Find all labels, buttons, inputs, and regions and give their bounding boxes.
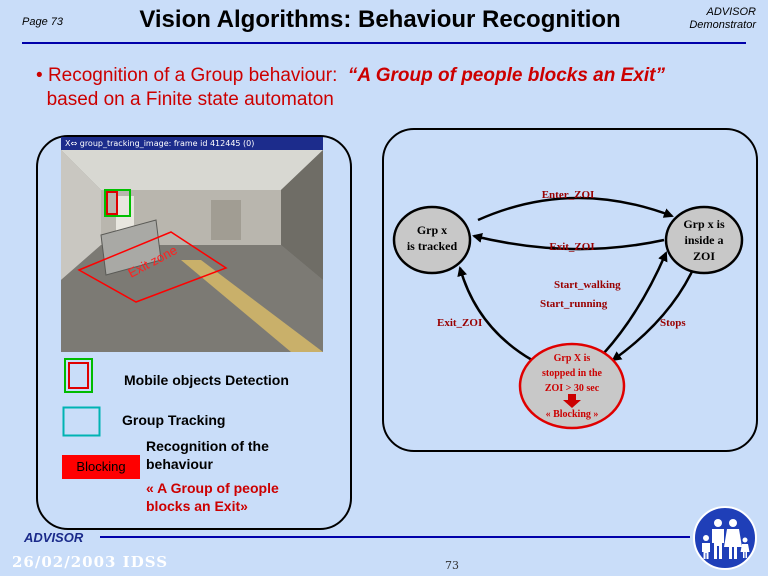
bottom-divider	[100, 536, 690, 538]
group-tracking-legend-icon	[62, 406, 101, 437]
mobile-detection-legend-icon	[64, 358, 93, 393]
finite-state-automaton: Grp x is tracked Grp x is inside a ZOI G…	[392, 189, 744, 430]
recognition-line-1: Recognition of the	[146, 438, 269, 454]
edge-start-arrow	[603, 251, 668, 354]
corner-label: ADVISOR Demonstrator	[650, 6, 756, 32]
footer-page-number: 73	[445, 559, 459, 572]
edge-exit-zoi-top-label: Exit_ZOI	[549, 241, 594, 253]
behaviour-quote-line-1: « A Group of people	[146, 480, 279, 496]
state-tracked	[392, 205, 472, 275]
behaviour-quote-line-2: blocks an Exit»	[146, 498, 248, 514]
bullet-point: • Recognition of a Group behaviour: “A G…	[36, 64, 756, 112]
bullet-marker: •	[36, 65, 43, 86]
camera-window-titlebar: X⇔ group_tracking_image: frame id 412445…	[61, 137, 323, 150]
mobile-detection-label: Mobile objects Detection	[124, 372, 289, 388]
edge-enter-zoi-arrow	[477, 196, 674, 222]
state-stopped	[518, 342, 626, 430]
blocking-legend-box: Blocking	[62, 455, 140, 479]
bullet-line-2: based on a Finite state automaton	[46, 89, 334, 110]
edge-start-running-label: Start_running	[540, 298, 608, 310]
state-stopped-line-2: stopped in the	[542, 368, 603, 379]
edge-stops-label: Stops	[660, 317, 686, 329]
x-window-icon: X⇔	[65, 139, 80, 148]
behaviour-quote: « A Group of people blocks an Exit»	[146, 479, 279, 515]
edge-exit-zoi-left-arrow	[457, 266, 533, 362]
group-tracking-label: Group Tracking	[122, 412, 226, 428]
state-tracked-line-1: Grp x	[417, 223, 447, 237]
corner-line-1: ADVISOR	[706, 6, 756, 18]
recognition-line-2: behaviour	[146, 456, 213, 472]
state-inside-line-1: Grp x is	[683, 217, 725, 231]
bullet-quote: “A Group of people blocks an Exit”	[347, 65, 665, 86]
state-stopped-line-1: Grp X is	[554, 353, 591, 364]
page-label: Page 73	[22, 16, 63, 28]
footer-brand: ADVISOR	[24, 530, 84, 545]
recognition-label: Recognition of the behaviour	[146, 437, 269, 473]
state-tracked-line-2: is tracked	[407, 239, 458, 253]
corner-line-2: Demonstrator	[689, 19, 756, 31]
slide-title: Vision Algorithms: Behaviour Recognition	[139, 6, 621, 33]
state-inside-line-2: inside a	[684, 233, 723, 247]
camera-window-title: group_tracking_image: frame id 412445 (0…	[79, 139, 255, 148]
edge-exit-zoi-top-arrow	[472, 233, 665, 251]
state-inside-zoi	[664, 205, 744, 275]
edge-start-walking-label: Start_walking	[554, 279, 621, 291]
edge-exit-zoi-left-label: Exit_ZOI	[437, 317, 482, 329]
camera-frame: Exit zone	[61, 150, 323, 352]
edge-enter-zoi-label: Enter_ZOI	[542, 189, 595, 201]
state-inside-line-3: ZOI	[693, 249, 715, 263]
top-divider	[22, 42, 746, 44]
footer-date: 26/02/2003 IDSS	[12, 553, 169, 571]
down-arrow-icon	[563, 394, 581, 408]
state-stopped-line-4: « Blocking »	[546, 409, 599, 420]
bullet-lead: Recognition of a Group behaviour:	[47, 65, 338, 86]
edge-stops-arrow	[611, 262, 698, 362]
family-logo-icon	[693, 506, 757, 570]
state-stopped-line-3: ZOI > 30 sec	[545, 383, 600, 394]
